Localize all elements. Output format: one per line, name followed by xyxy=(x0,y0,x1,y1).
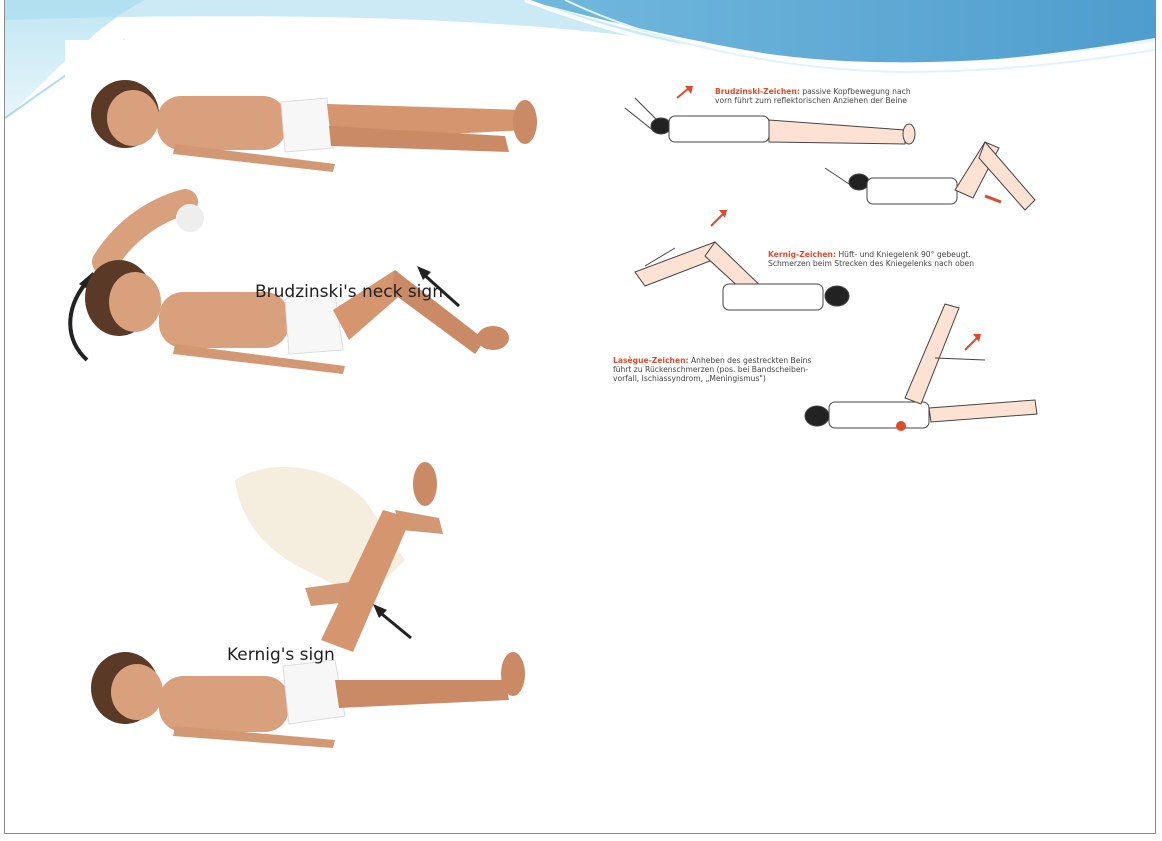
slide-frame: Brudzinski's neck sign Kernig's sign xyxy=(4,0,1156,834)
lasegue-german-line1: Anheben des gestreckten Beins xyxy=(691,356,811,365)
lasegue-german-title: Lasègue-Zeichen: xyxy=(613,356,689,365)
kernig-german-caption: Kernig-Zeichen: Hüft- und Kniegelenk 90°… xyxy=(768,250,974,268)
brudzinski-german-title: Brudzinski-Zeichen: xyxy=(715,87,800,96)
brudzinski-schematic-2 xyxy=(825,142,1035,210)
brudzinski-german-line1: passive Kopfbewegung nach xyxy=(802,87,910,96)
lasegue-german-line2: führt zu Rückenschmerzen (pos. bei Bands… xyxy=(613,365,808,374)
brudzinski-neck-sign-label: Brudzinski's neck sign xyxy=(255,282,443,302)
lasegue-german-caption: Lasègue-Zeichen: Anheben des gestreckten… xyxy=(613,356,811,383)
lasegue-german-line3: vorfall, Ischiassyndrom, „Meningismus") xyxy=(613,374,766,383)
lasegue-schematic xyxy=(805,304,1037,431)
left-illustration-panel: Brudzinski's neck sign Kernig's sign xyxy=(65,40,545,800)
brudzinski-german-line2: vorn führt zum reflektorischen Anziehen … xyxy=(715,96,907,105)
kernig-german-line2: Schmerzen beim Strecken des Kniegelenks … xyxy=(768,259,974,268)
kernig-sign-label: Kernig's sign xyxy=(227,645,335,665)
child-supine-illustration xyxy=(65,40,545,800)
brudzinski-german-caption: Brudzinski-Zeichen: passive Kopfbewegung… xyxy=(715,87,911,105)
child-lying-figure xyxy=(91,80,537,172)
kernig-german-line1: Hüft- und Kniegelenk 90° gebeugt. xyxy=(838,250,970,259)
child-kernig-figure xyxy=(91,462,525,748)
kernig-german-title: Kernig-Zeichen: xyxy=(768,250,836,259)
